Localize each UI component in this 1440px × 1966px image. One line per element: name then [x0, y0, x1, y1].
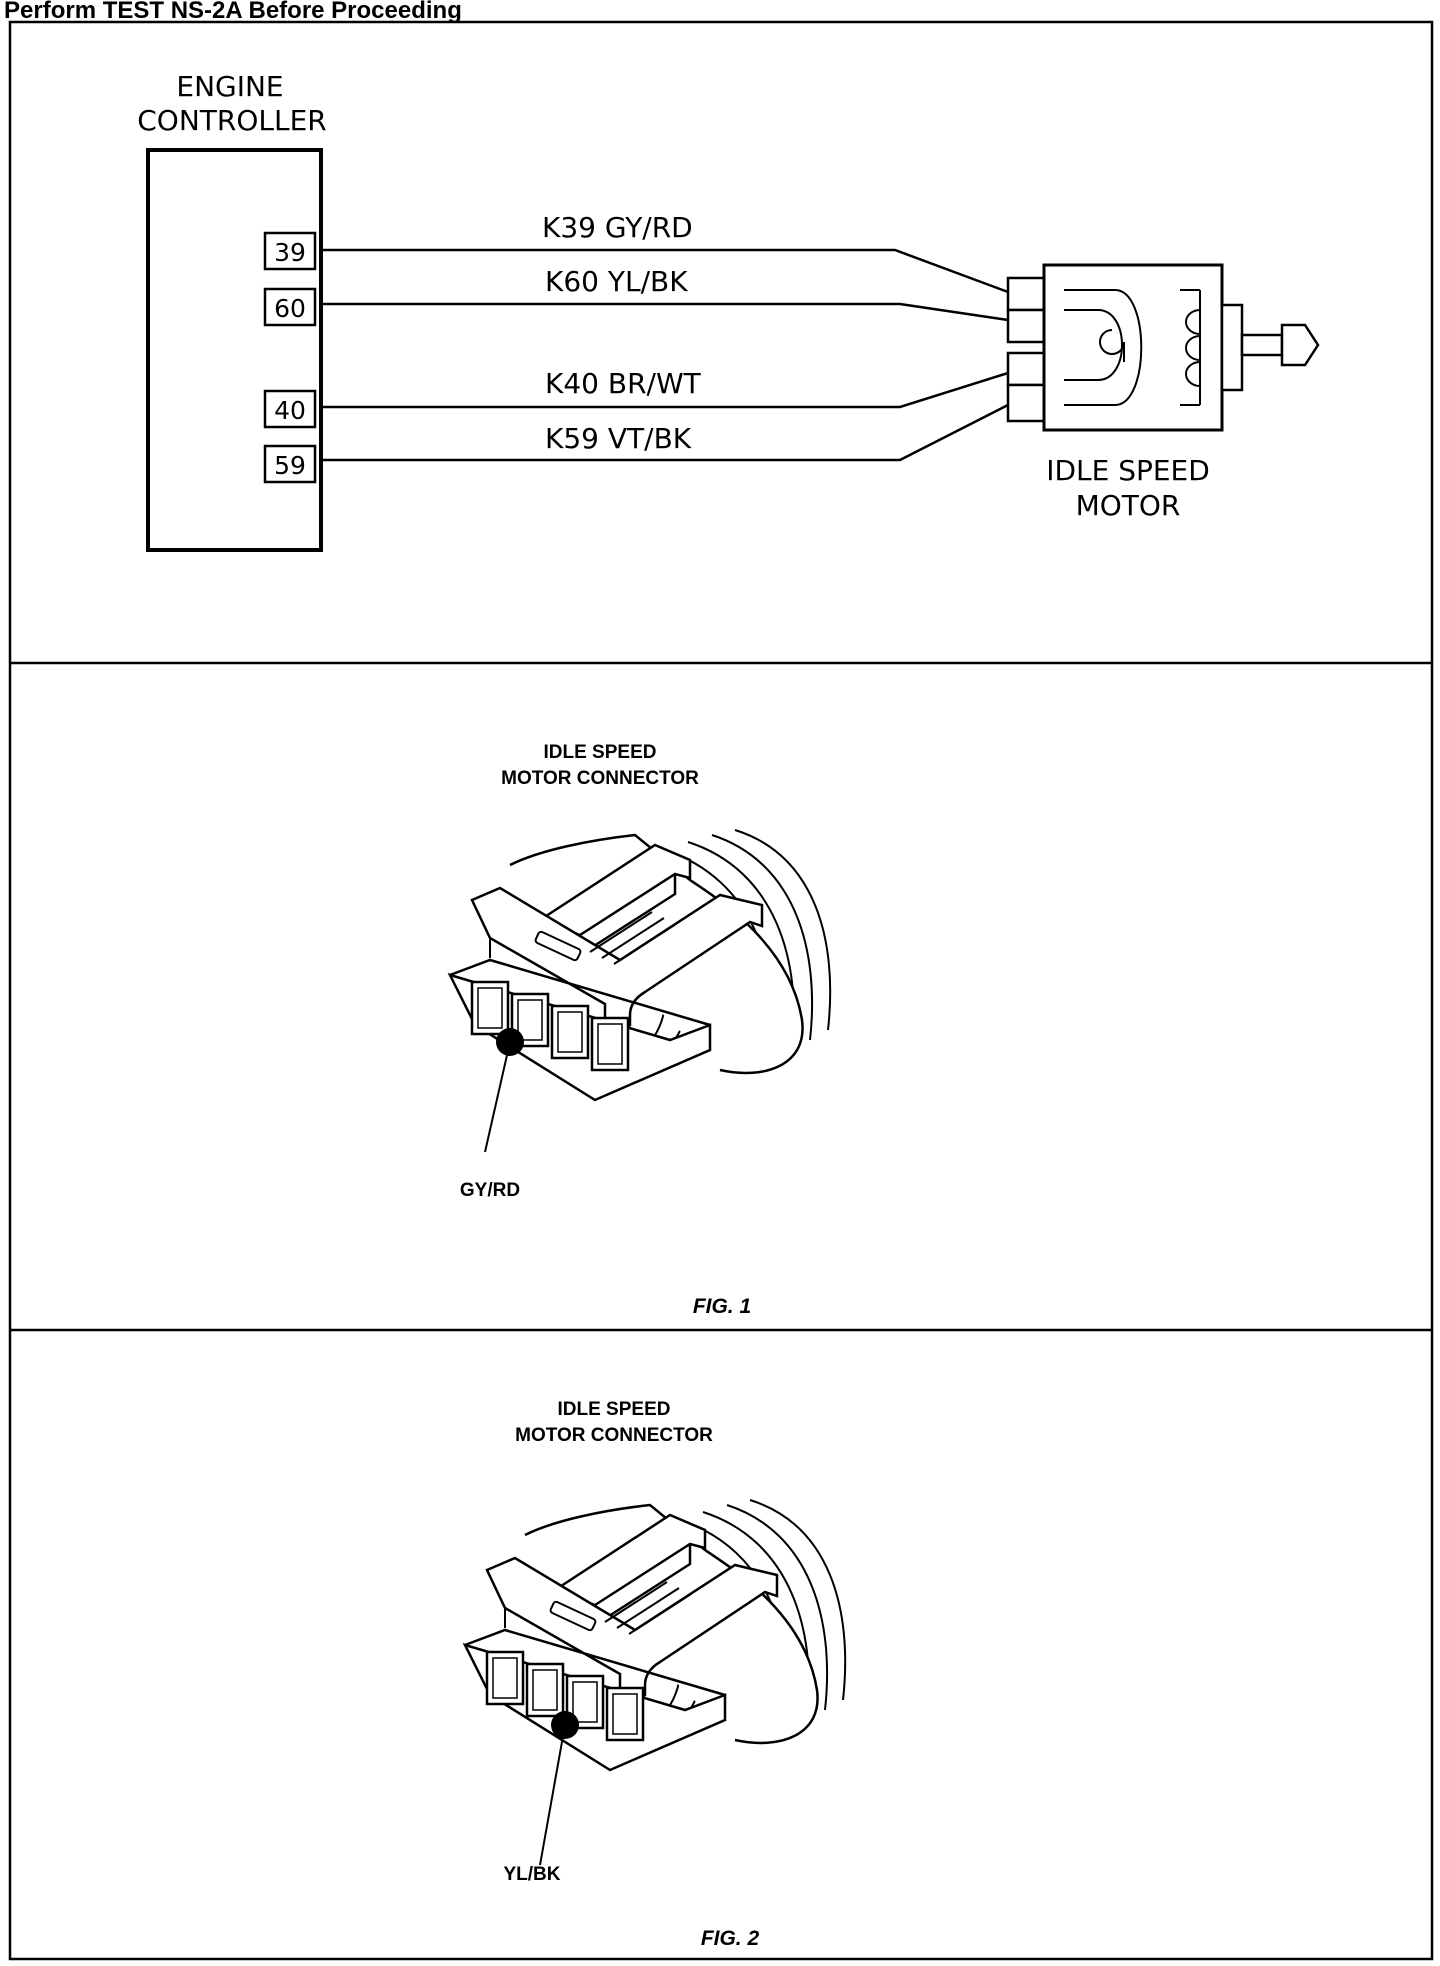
- controller-label-line1: ENGINE: [176, 70, 283, 103]
- fig1-caption-line2: MOTOR CONNECTOR: [501, 768, 699, 789]
- fig2-label: FIG. 2: [701, 1927, 760, 1950]
- motor-label-line1: IDLE SPEED: [1046, 454, 1210, 487]
- fig2-panel: IDLE SPEED MOTOR CONNECTOR YL/BK FIG. 2: [463, 1399, 847, 1950]
- idle-speed-motor-symbol: [1006, 263, 1320, 432]
- fig1-panel: IDLE SPEED MOTOR CONNECTOR GY/RD FIG. 1: [448, 742, 832, 1318]
- wire-label-k60: K60 YL/BK: [545, 265, 688, 298]
- page-title: Perform TEST NS-2A Before Proceeding: [4, 0, 462, 24]
- fig1-connector-illustration: [448, 828, 832, 1153]
- wiring-schematic: ENGINE CONTROLLER 39 60 40 59 K39 GY/RD …: [137, 70, 1320, 552]
- engine-controller-box: [146, 148, 323, 552]
- wire-k59: [321, 403, 1009, 462]
- pin-label: 39: [274, 238, 306, 267]
- fig1-label: FIG. 1: [693, 1295, 751, 1318]
- pin-label: 59: [274, 451, 306, 480]
- fig2-caption-line2: MOTOR CONNECTOR: [515, 1425, 713, 1446]
- pin-label: 40: [274, 396, 306, 425]
- pin-box-39: [263, 231, 317, 271]
- wire-label-k59: K59 VT/BK: [545, 422, 692, 455]
- fig2-caption-line1: IDLE SPEED: [558, 1399, 671, 1420]
- motor-label-line2: MOTOR: [1076, 489, 1181, 522]
- fig1-cavity-label: GY/RD: [460, 1180, 520, 1201]
- fig2-connector-illustration: [463, 1498, 847, 1866]
- fig1-caption-line1: IDLE SPEED: [544, 742, 657, 763]
- wire-k40: [321, 371, 1009, 409]
- pin-box-59: [263, 444, 317, 484]
- pin-box-40: [263, 389, 317, 429]
- wire-label-k40: K40 BR/WT: [545, 367, 702, 400]
- outer-frame: [8, 20, 1434, 1961]
- wire-label-k39: K39 GY/RD: [542, 211, 693, 244]
- controller-label-line2: CONTROLLER: [137, 104, 326, 137]
- wire-k60: [321, 302, 1009, 322]
- fig2-cavity-label: YL/BK: [504, 1864, 561, 1885]
- pin-box-60: [263, 287, 317, 327]
- wire-k39: [321, 248, 1009, 294]
- pin-label: 60: [274, 294, 306, 323]
